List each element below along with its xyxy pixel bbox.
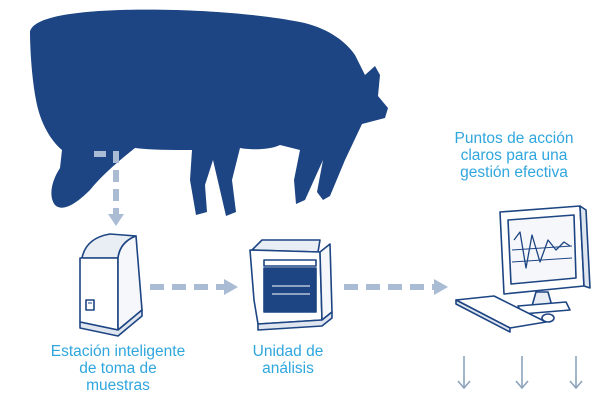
action-points-label-line-1: Puntos de acción [454, 130, 574, 147]
sampling-station-label-line-2: de toma de [79, 360, 157, 377]
cow-silhouette-icon [30, 9, 388, 217]
action-points-label: Puntos de acción claros para una gestión… [430, 130, 598, 181]
action-points-label-line-2: claros para una [460, 147, 568, 164]
sampling-station-label: Estación inteligente de toma de muestras [20, 343, 216, 394]
analysis-unit-icon [249, 239, 333, 331]
sampling-station-label-line-1: Estación inteligente [50, 343, 186, 360]
sampling-station-label-line-3: muestras [86, 377, 150, 394]
analysis-unit-label-line-1: Unidad de [252, 343, 324, 360]
action-points-label-line-3: gestión efectiva [460, 164, 568, 181]
dashed-arrow-cow-to-station [94, 151, 124, 226]
analysis-unit-label: Unidad de análisis [224, 343, 352, 377]
sampling-station-icon [79, 233, 143, 337]
computer-monitor-icon [455, 205, 591, 333]
dashed-arrow-unit-to-computer [344, 279, 448, 295]
dashed-arrow-station-to-unit [150, 279, 238, 295]
down-arrow-icon-1 [457, 356, 471, 390]
down-arrow-icon-2 [515, 356, 529, 390]
analysis-unit-label-line-2: análisis [262, 360, 314, 377]
down-arrow-icon-3 [569, 356, 583, 390]
